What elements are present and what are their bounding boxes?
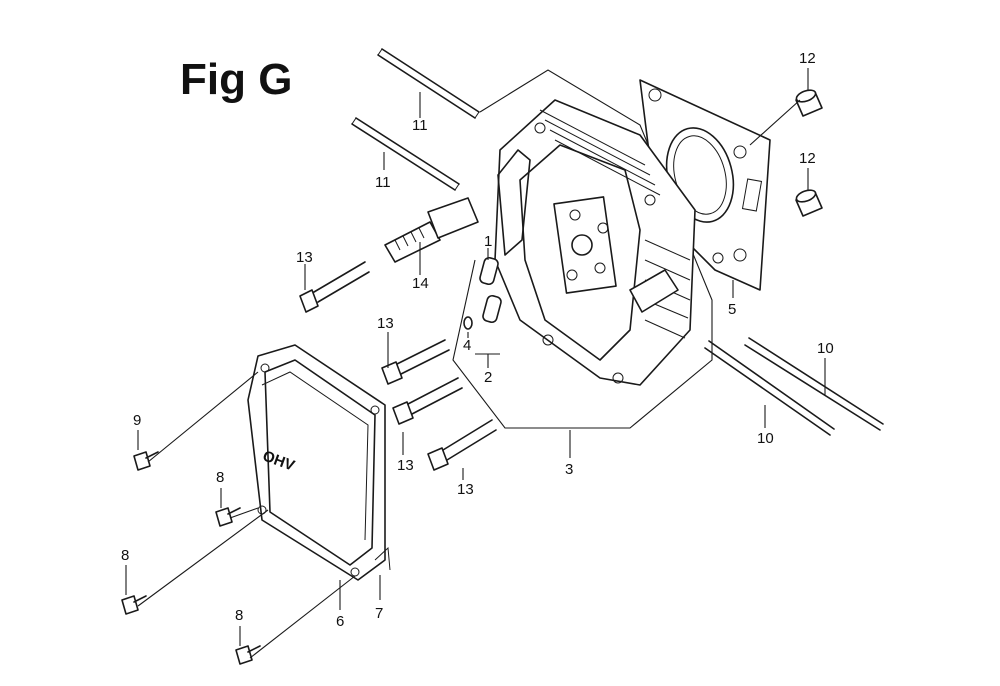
spark-plug bbox=[384, 197, 479, 263]
callout-12b: 12 bbox=[799, 150, 816, 167]
head-cover-gasket bbox=[374, 546, 391, 571]
callout-14: 14 bbox=[412, 275, 429, 292]
dowel-pin-upper bbox=[795, 89, 823, 117]
callout-12a: 12 bbox=[799, 50, 816, 67]
cover-screw-9 bbox=[133, 451, 159, 471]
callout-2: 2 bbox=[484, 369, 492, 386]
callout-10a: 10 bbox=[817, 340, 834, 357]
cylinder-head-assembly-outline bbox=[452, 69, 713, 429]
callout-3: 3 bbox=[565, 461, 573, 478]
flange-bolt-upper-left bbox=[299, 261, 370, 313]
callout-13a: 13 bbox=[296, 249, 313, 266]
callout-9: 9 bbox=[133, 412, 141, 429]
callout-8b: 8 bbox=[121, 547, 129, 564]
dowel-pin-lower bbox=[795, 189, 823, 217]
callout-6: 6 bbox=[336, 613, 344, 630]
callout-8c: 8 bbox=[235, 607, 243, 624]
callout-13d: 13 bbox=[457, 481, 474, 498]
figure-title: Fig G bbox=[180, 55, 293, 104]
flange-bolt-middle-upper bbox=[381, 339, 450, 385]
callout-11b: 11 bbox=[375, 174, 391, 191]
cover-screw-8-upper bbox=[215, 507, 241, 527]
flange-bolt-lower bbox=[427, 419, 497, 471]
cover-screw-8-lower bbox=[235, 645, 261, 665]
callout-13b: 13 bbox=[377, 315, 394, 332]
stud-bolt-long-left bbox=[704, 340, 835, 436]
flange-bolt-middle-lower bbox=[392, 377, 463, 425]
stud-bolt-long-right bbox=[744, 337, 884, 431]
callout-11a: 11 bbox=[412, 117, 428, 134]
callout-1: 1 bbox=[484, 233, 492, 250]
cylinder-head bbox=[494, 99, 696, 386]
cover-screw-8-middle bbox=[121, 595, 147, 615]
valve-guide-pins bbox=[463, 256, 502, 330]
callout-10b: 10 bbox=[757, 430, 774, 447]
stud-bolt-lower bbox=[351, 117, 460, 191]
head-cover: OHV bbox=[247, 344, 386, 581]
stud-bolt-upper bbox=[377, 48, 480, 119]
callout-5: 5 bbox=[728, 301, 736, 318]
leader-lines bbox=[125, 68, 826, 659]
callout-13c: 13 bbox=[397, 457, 414, 474]
callout-7: 7 bbox=[375, 605, 383, 622]
callout-4: 4 bbox=[463, 337, 471, 354]
callout-8a: 8 bbox=[216, 469, 224, 486]
callout-labels: 1 2 3 4 5 6 7 8 8 8 9 10 10 11 11 12 12 … bbox=[121, 50, 834, 630]
